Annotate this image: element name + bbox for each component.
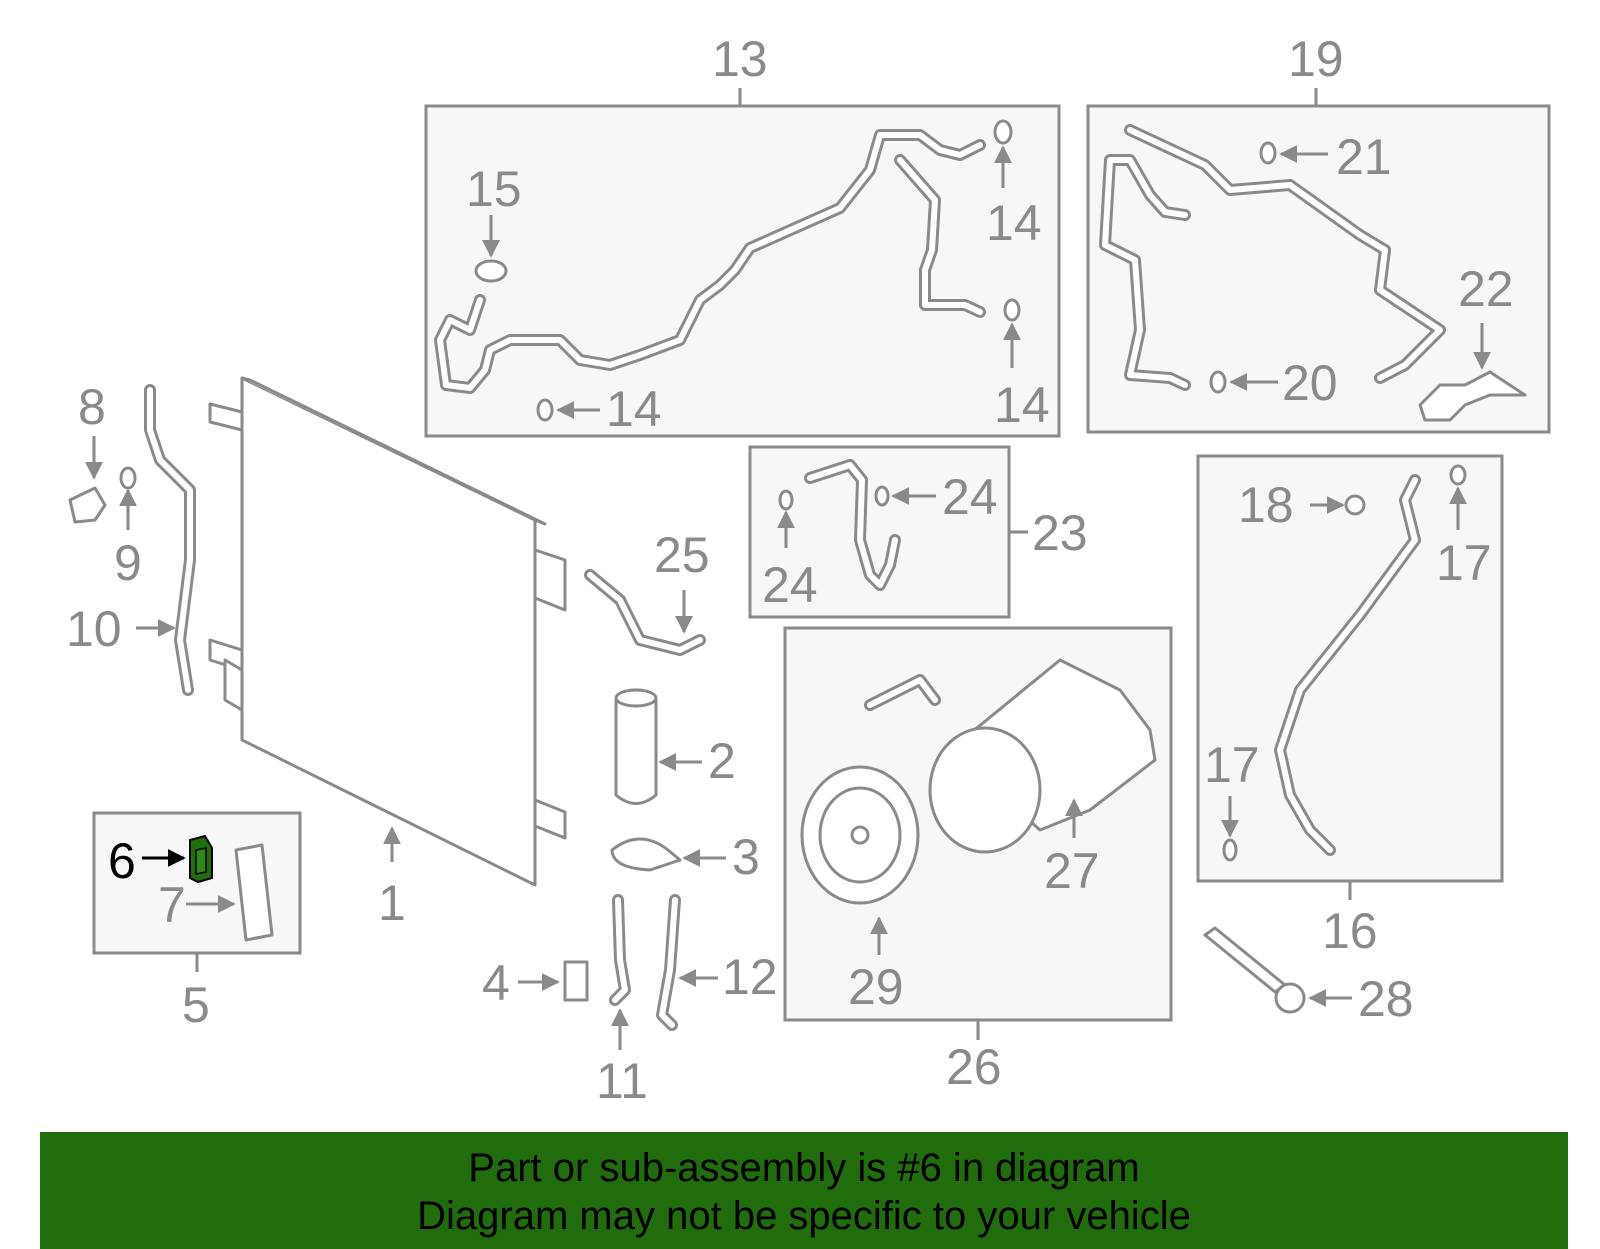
- group-box-16: [1196, 454, 1504, 883]
- callout-23: 23: [1032, 505, 1088, 561]
- part-7: [186, 843, 274, 942]
- callout-11: 11: [596, 1053, 648, 1109]
- hose-assembly-16: [1221, 464, 1467, 862]
- callout-4: 4: [482, 955, 510, 1011]
- receiver-drier-2: [614, 688, 702, 805]
- callout-2: 2: [708, 733, 736, 789]
- banner-line-2: Diagram may not be specific to your vehi…: [417, 1194, 1191, 1238]
- parts-diagram: 1 2 3 4 5 6 7 8 9 10 11 12 13 14 14 14 1…: [66, 31, 1551, 1109]
- info-banner: Part or sub-assembly is #6 in diagram Di…: [40, 1132, 1568, 1249]
- callout-18: 18: [1238, 477, 1294, 533]
- bolt-28: [1203, 926, 1352, 1014]
- callout-22: 22: [1458, 261, 1514, 317]
- pipe-assembly-13: [434, 119, 1021, 422]
- bracket-3: [610, 837, 726, 872]
- condenser: [208, 376, 567, 887]
- callout-21: 21: [1336, 129, 1392, 185]
- pipe-assembly-19: [1099, 124, 1527, 422]
- clip-and-pipes: [518, 894, 718, 1050]
- compressor-assembly-26: [800, 658, 1157, 955]
- callout-1: 1: [378, 875, 406, 931]
- pipe-assembly-23: [777, 459, 936, 591]
- callout-8: 8: [78, 379, 106, 435]
- group-box-13: [424, 104, 1061, 438]
- highlighted-part-6: [142, 834, 213, 884]
- callout-7: 7: [158, 877, 186, 933]
- switch-and-harness: [68, 384, 196, 696]
- callout-6: 6: [108, 833, 136, 889]
- banner-line-1: Part or sub-assembly is #6 in diagram: [468, 1146, 1140, 1190]
- callout-9: 9: [114, 535, 142, 591]
- callout-15: 15: [466, 161, 522, 217]
- callout-26: 26: [946, 1039, 1002, 1095]
- callout-5: 5: [182, 977, 210, 1033]
- callout-27: 27: [1044, 843, 1100, 899]
- pipe-25: [584, 569, 706, 656]
- group-box-23: [748, 445, 1011, 619]
- callout-29: 29: [848, 959, 904, 1015]
- callout-3: 3: [732, 829, 760, 885]
- callout-14-top: 14: [986, 195, 1042, 251]
- callout-14-bottom: 14: [606, 381, 662, 437]
- callout-14-right: 14: [994, 377, 1050, 433]
- callout-10: 10: [66, 601, 122, 657]
- callout-13: 13: [712, 31, 768, 87]
- callout-12: 12: [722, 949, 778, 1005]
- callout-19: 19: [1288, 31, 1344, 87]
- callout-28: 28: [1358, 971, 1414, 1027]
- callout-17-left: 17: [1204, 737, 1260, 793]
- callout-25: 25: [654, 527, 710, 583]
- callout-24-right: 24: [942, 469, 998, 525]
- callout-24-left: 24: [762, 557, 818, 613]
- callout-17-right: 17: [1436, 535, 1492, 591]
- callout-16: 16: [1322, 903, 1378, 959]
- callout-20: 20: [1282, 355, 1338, 411]
